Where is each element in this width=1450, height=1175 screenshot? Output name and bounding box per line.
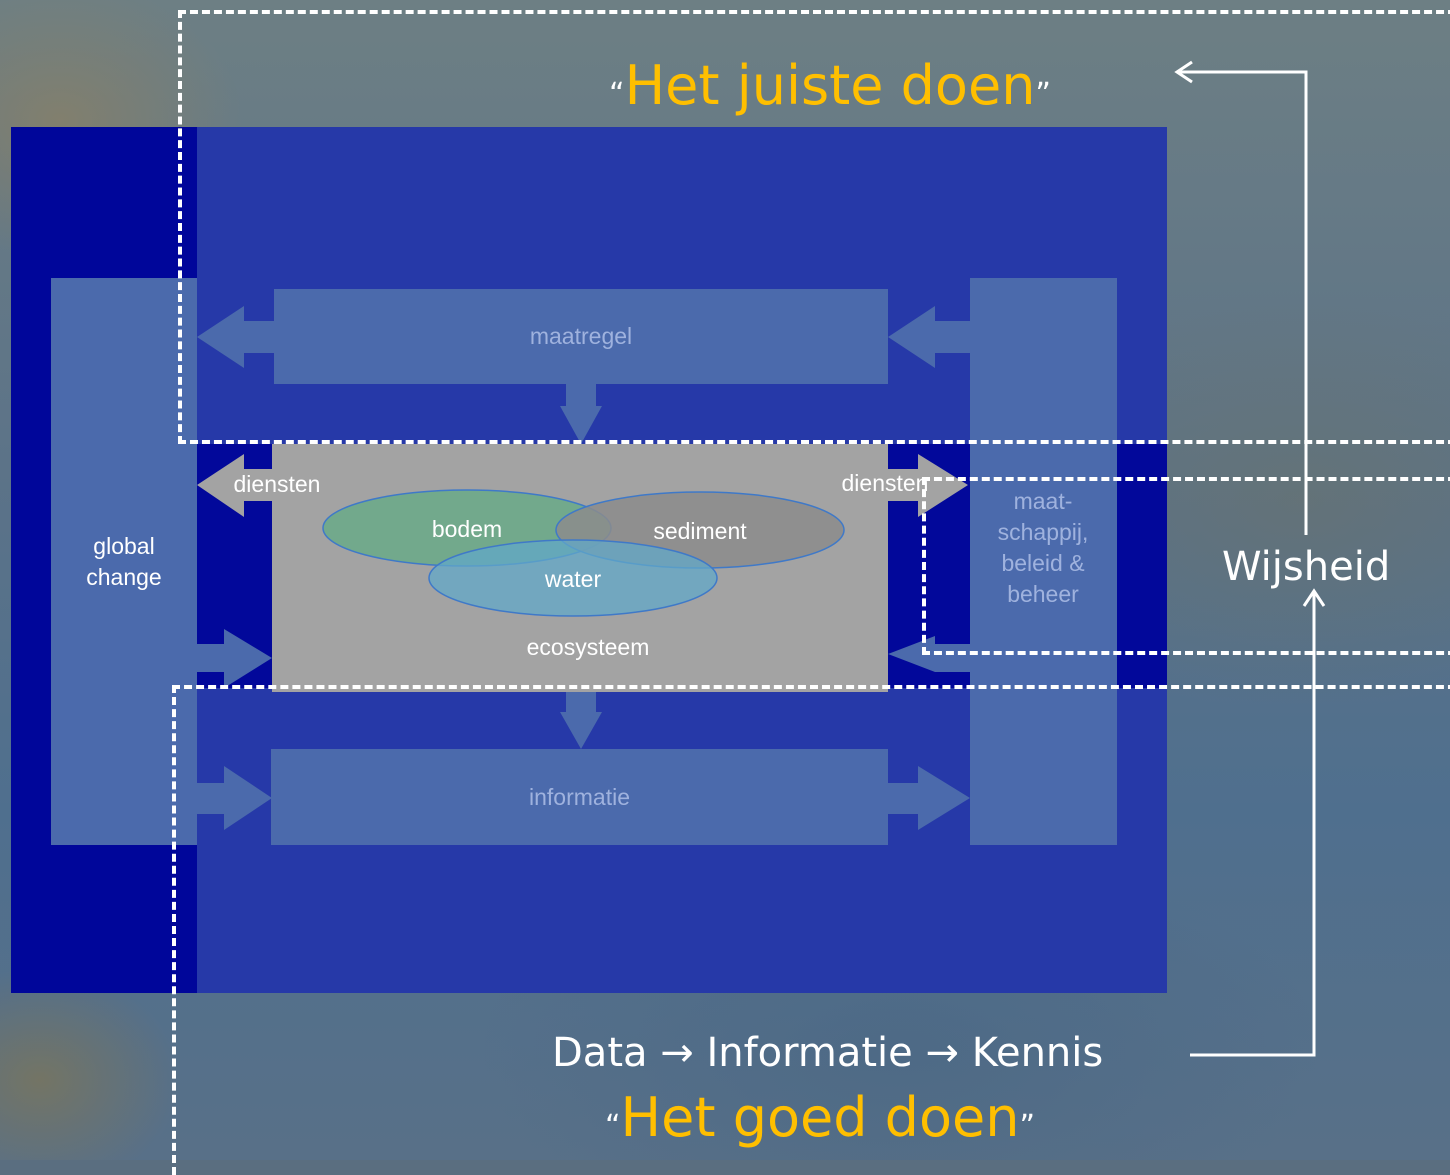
bottom-title-quote-close: ” — [1019, 1109, 1035, 1144]
arrow-maatregel-to-global — [197, 306, 274, 368]
bottom-title-text: Het goed doen — [620, 1086, 1020, 1149]
global-change-label: global change — [86, 532, 162, 590]
informatie-label: informatie — [529, 783, 630, 810]
arrow-global-to-informatie — [197, 766, 272, 830]
wisdom-dashed-region — [922, 477, 1450, 655]
doing-well-dashed-region — [172, 685, 1450, 1175]
arrow-services-left — [197, 454, 272, 517]
wisdom-label: Wijsheid — [1222, 544, 1391, 590]
arrow-global-to-ecosystem — [197, 629, 272, 688]
society-label: maat-schappij, beleid & beheer — [997, 488, 1089, 607]
maatregel-label: maatregel — [529, 323, 633, 349]
top-title: “Het juiste doen” — [560, 54, 1100, 117]
arrow-informatie-to-society — [888, 766, 970, 830]
water-ellipse — [428, 539, 718, 617]
arrow-head-top — [1174, 60, 1193, 84]
arrow-ecosystem-to-informatie — [560, 692, 602, 749]
arrow-head-wisdom — [1302, 588, 1326, 607]
arrow-services-right — [888, 454, 968, 517]
arrow-society-to-maatregel — [888, 306, 970, 368]
top-title-text: Het juiste doen — [624, 54, 1036, 117]
sediment-label: sediment — [653, 518, 747, 544]
top-title-quote-open: “ — [609, 77, 625, 112]
bottom-title-quote-open: “ — [604, 1109, 621, 1144]
society-box — [970, 278, 1117, 845]
ecosystem-label: ecosysteem — [526, 634, 650, 660]
wisdom-up-line — [1178, 70, 1308, 535]
arrow-maatregel-to-ecosystem — [560, 384, 602, 444]
services-left-label: diensten — [233, 471, 321, 497]
top-title-quote-close: ” — [1035, 77, 1051, 112]
flow-text: Data → Informatie → Kennis — [552, 1030, 1104, 1076]
bottom-title: “Het goed doen” — [560, 1086, 1080, 1149]
services-right-label: diensten — [841, 470, 929, 496]
informatie-box: informatie — [271, 749, 888, 845]
soil-label: bodem — [431, 516, 503, 542]
maatregel-box: maatregel — [274, 289, 888, 384]
knowledge-up-line — [1190, 592, 1316, 1057]
water-label: water — [544, 566, 602, 592]
doing-right-dashed-region — [178, 10, 1450, 444]
